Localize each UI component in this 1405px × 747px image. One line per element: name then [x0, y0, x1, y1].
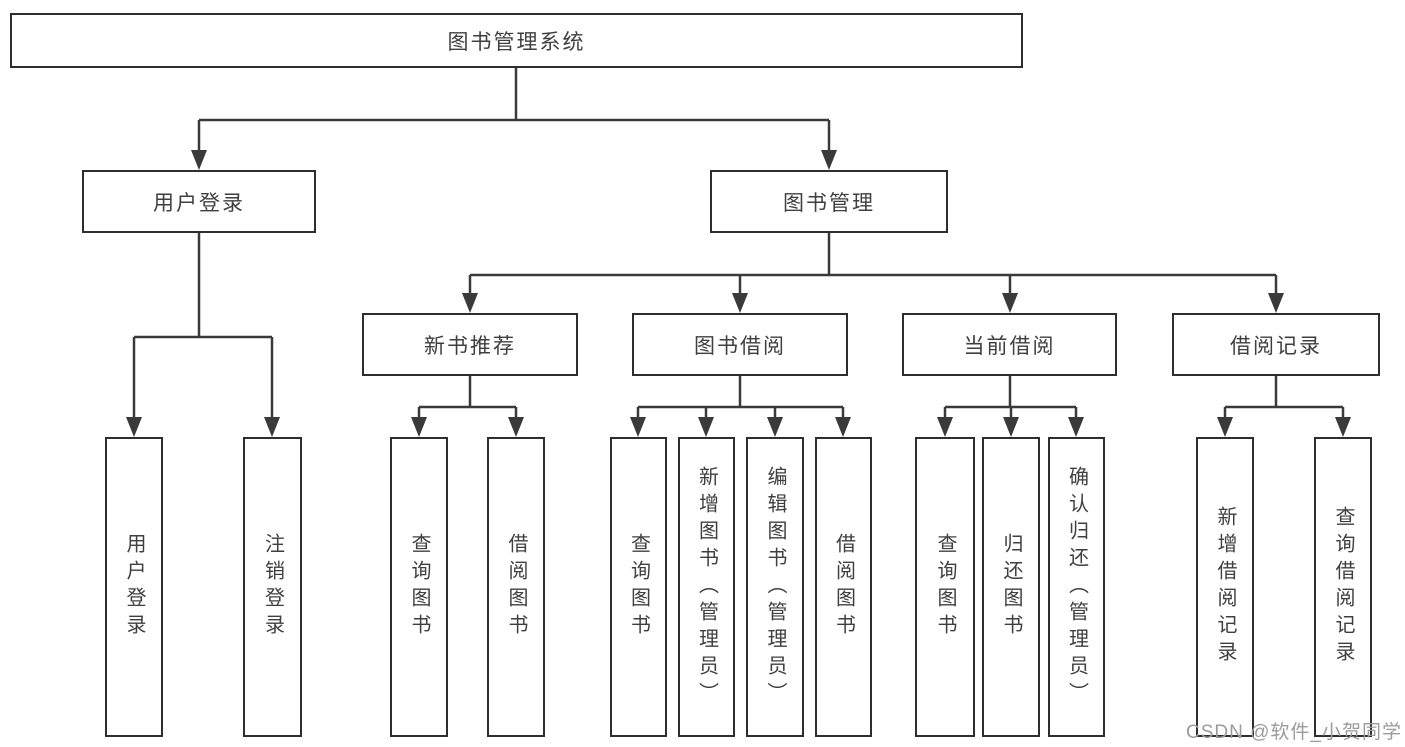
node-current-borrow-label: 当前借阅 — [963, 334, 1056, 358]
node-new-book-recommend-label: 新书推荐 — [424, 334, 516, 358]
leaf-query-borrow-record: 查询借阅记录 — [1314, 437, 1372, 737]
leaf-borrow-books-recommend-label: 借阅图书 — [505, 533, 527, 641]
node-user-login-label: 用户登录 — [153, 191, 245, 215]
leaf-confirm-return-admin: 确认归还（管理员） — [1048, 437, 1105, 737]
leaf-return-books: 归还图书 — [982, 437, 1040, 737]
node-current-borrow: 当前借阅 — [902, 313, 1117, 376]
leaf-query-books-recommend: 查询图书 — [390, 437, 448, 737]
leaf-add-books-admin: 新增图书（管理员） — [678, 437, 735, 737]
leaf-query-books-current-label: 查询图书 — [934, 533, 956, 641]
connector-current-borrow — [937, 376, 1084, 437]
node-book-borrow: 图书借阅 — [632, 313, 848, 376]
node-new-book-recommend: 新书推荐 — [362, 313, 578, 376]
leaf-query-books-borrow: 查询图书 — [610, 437, 667, 737]
leaf-add-borrow-record-label: 新增借阅记录 — [1214, 506, 1236, 668]
leaf-user-login: 用户登录 — [105, 437, 163, 737]
leaf-confirm-return-admin-label: 确认归还（管理员） — [1065, 465, 1088, 709]
leaf-user-login-label: 用户登录 — [123, 533, 145, 641]
leaf-logout: 注销登录 — [243, 437, 302, 737]
watermark: CSDN @软件_小贺同学 — [1186, 722, 1402, 743]
leaf-query-books-borrow-label: 查询图书 — [627, 533, 650, 641]
leaf-borrow-books: 借阅图书 — [815, 437, 872, 737]
leaf-edit-books-admin: 编辑图书（管理员） — [746, 437, 804, 737]
leaf-query-borrow-record-label: 查询借阅记录 — [1332, 506, 1354, 668]
node-book-borrow-label: 图书借阅 — [694, 334, 786, 358]
node-root-label: 图书管理系统 — [447, 30, 586, 54]
node-borrow-records: 借阅记录 — [1172, 313, 1380, 376]
leaf-query-books-current: 查询图书 — [915, 437, 975, 737]
connector-book-borrow — [630, 376, 851, 437]
connector-book-management — [462, 233, 1284, 313]
leaf-add-borrow-record: 新增借阅记录 — [1196, 437, 1254, 737]
connector-borrow-records — [1217, 376, 1351, 437]
leaf-edit-books-admin-label: 编辑图书（管理员） — [764, 465, 786, 709]
leaf-borrow-books-recommend: 借阅图书 — [487, 437, 545, 737]
leaf-borrow-books-label: 借阅图书 — [832, 533, 855, 641]
connector-user-login — [126, 233, 280, 437]
leaf-add-books-admin-label: 新增图书（管理员） — [695, 465, 718, 709]
node-book-management: 图书管理 — [710, 170, 948, 233]
node-book-management-label: 图书管理 — [783, 191, 875, 215]
connector-root — [191, 68, 837, 170]
connector-new-book-recommend — [411, 376, 524, 437]
leaf-return-books-label: 归还图书 — [1000, 533, 1022, 641]
node-user-login: 用户登录 — [82, 170, 316, 233]
leaf-logout-label: 注销登录 — [261, 533, 284, 641]
leaf-query-books-recommend-label: 查询图书 — [408, 533, 430, 641]
node-root: 图书管理系统 — [10, 13, 1023, 68]
node-borrow-records-label: 借阅记录 — [1230, 334, 1322, 358]
